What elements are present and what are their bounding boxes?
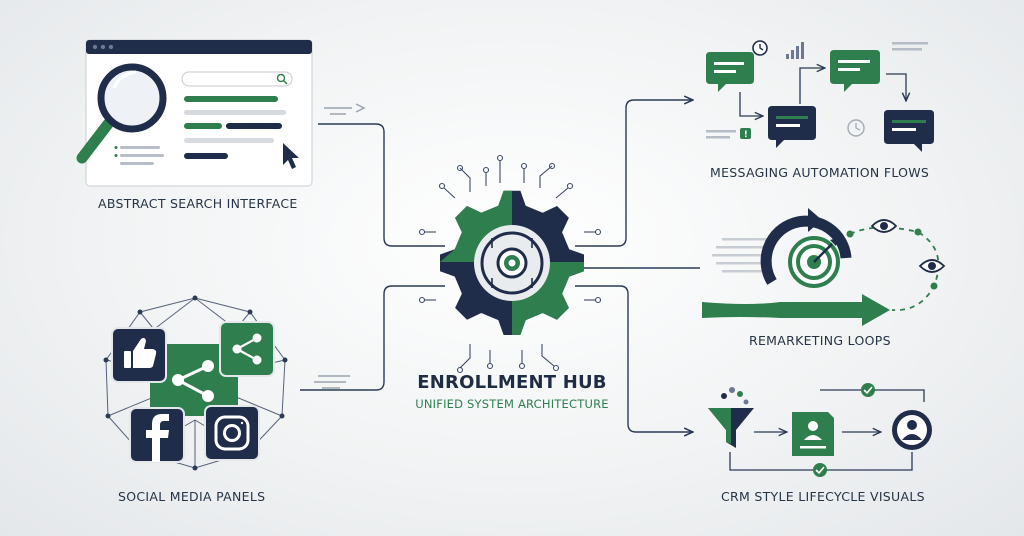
bar-chart-icon <box>786 42 804 59</box>
clock-icon <box>847 119 865 137</box>
share-icon-large <box>172 360 214 402</box>
cursor-icon <box>283 143 299 169</box>
facebook-icon <box>146 414 169 462</box>
user-icon <box>892 410 932 450</box>
connector-hub-to-crm <box>575 285 692 432</box>
search-panel-label: ABSTRACT SEARCH INTERFACE <box>98 196 298 211</box>
hub-gear-icon <box>418 154 602 374</box>
messaging-panel-label: MESSAGING AUTOMATION FLOWS <box>710 165 930 180</box>
social-panel-label: SOCIAL MEDIA PANELS <box>118 489 266 504</box>
hub-title: ENROLLMENT HUB <box>417 372 607 393</box>
connector-search-to-hub <box>318 123 445 247</box>
magnifier-icon <box>76 63 167 164</box>
chat-bubble-icon <box>884 110 934 152</box>
connectors <box>300 100 700 432</box>
search-icon <box>276 73 288 85</box>
search-panel <box>76 39 313 187</box>
remarketing-panel <box>702 208 946 326</box>
chat-bubble-icon <box>768 106 816 148</box>
share-icon <box>232 333 262 365</box>
thumbs-up-icon <box>124 337 157 368</box>
target-icon <box>788 236 840 288</box>
chat-bubble-icon <box>830 50 880 92</box>
eye-icon <box>918 259 946 273</box>
forward-arrow <box>702 294 890 326</box>
connector-social-to-hub <box>300 285 445 391</box>
social-panel <box>103 295 288 471</box>
remarketing-panel-label: REMARKETING LOOPS <box>749 333 891 348</box>
hub-subtitle: UNIFIED SYSTEM ARCHITECTURE <box>415 397 609 411</box>
crm-panel-label: CRM STYLE LIFECYCLE VISUALS <box>721 489 925 504</box>
funnel-icon <box>708 387 754 448</box>
instagram-icon <box>214 415 250 451</box>
eye-icon <box>870 219 898 233</box>
crm-panel <box>708 383 932 477</box>
clock-icon <box>752 40 768 56</box>
motion-dashes <box>314 103 366 389</box>
document-icon <box>792 412 834 456</box>
connector-hub-to-messaging <box>575 100 692 247</box>
chat-bubble-icon <box>706 52 754 92</box>
messaging-panel <box>706 40 934 152</box>
